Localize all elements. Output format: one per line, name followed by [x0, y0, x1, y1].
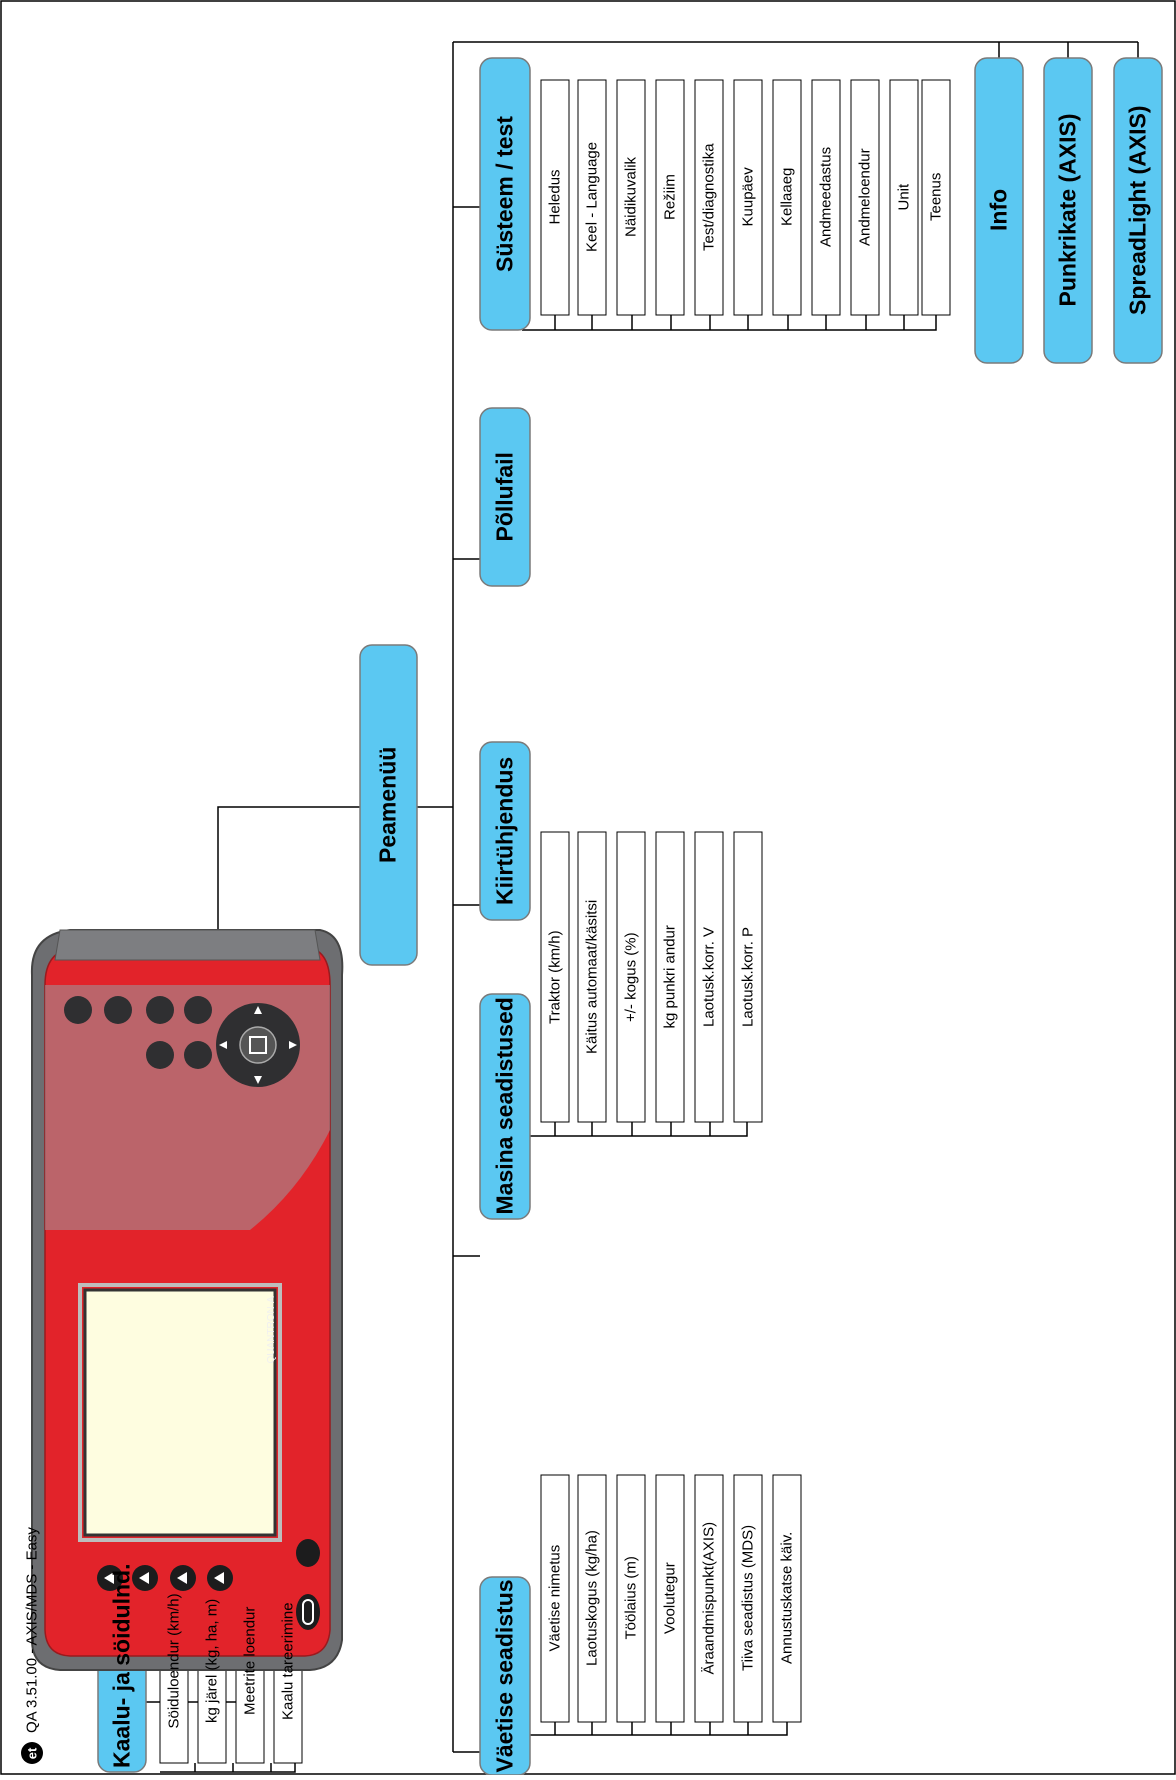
field-file-box — [479, 407, 531, 587]
system-test-item: Režiim — [661, 174, 679, 220]
device-key-l-r-2 — [146, 996, 174, 1024]
machine-settings-box — [479, 993, 531, 1220]
device-key-esc — [184, 1041, 212, 1069]
device-power-button — [296, 1594, 320, 1630]
hopper-cover-title: Punkrikate (AXIS) — [1054, 113, 1081, 307]
peamenu-title: Peamenüü — [374, 746, 401, 863]
device-key-start-stop — [64, 996, 92, 1024]
machine-settings-item: kg punkri andur — [661, 925, 679, 1029]
field-file-title: Põllufail — [491, 452, 518, 542]
fertilizer-settings-item: Laotuskogus (kg/ha) — [583, 1530, 601, 1666]
machine-settings-item: Laotusk.korr. V — [700, 926, 718, 1027]
system-test-box — [479, 57, 531, 331]
fertilizer-settings-item: Äraandmispunkt(AXIS) — [700, 1521, 718, 1675]
fertilizer-settings-item: Töölaius (m) — [622, 1556, 640, 1640]
version-footer: QA 3.51.00 - AXIS/MDS - Easy — [23, 1527, 41, 1733]
device-key-ok — [249, 1036, 267, 1054]
system-test-item: Kuupäev — [739, 167, 757, 227]
system-test-item: Teenus — [927, 172, 945, 221]
spreadlight-box — [1113, 57, 1163, 364]
quick-empty-box — [479, 741, 531, 921]
system-test-item: Keel - Language — [583, 141, 601, 252]
machine-settings-item: Käitus automaat/käsitsi — [583, 899, 601, 1054]
system-test-item: Unit — [895, 183, 913, 211]
device-key-t — [146, 1041, 174, 1069]
fertilizer-settings-item: Voolutegur — [661, 1562, 679, 1634]
system-test-item: Näidikuvalik — [622, 156, 640, 237]
device-display — [83, 1288, 277, 1537]
spreadlight-title: SpreadLight (AXIS) — [1124, 105, 1151, 315]
fertilizer-settings-item: Tiiva seadistus (MDS) — [739, 1524, 757, 1671]
system-test-item: Test/diagnostika — [700, 143, 718, 251]
system-test-item: Kellaaeg — [778, 167, 796, 226]
language-code: et — [24, 1747, 40, 1759]
machine-settings-item: Traktor (km/h) — [546, 930, 564, 1024]
machine-settings-title: Masina seadistused — [491, 997, 518, 1215]
device-key-l-r — [104, 996, 132, 1024]
system-test-title: Süsteem / test — [491, 116, 518, 272]
device-key-setup — [184, 996, 212, 1024]
info-box — [974, 57, 1024, 364]
quick-empty-title: Kiirtühjendus — [491, 756, 518, 905]
machine-settings-item: Laotusk.korr. P — [739, 926, 757, 1027]
system-test-item: Andmeedastus — [817, 146, 835, 247]
language-badge: et — [21, 1742, 43, 1764]
weighing-menu-title: Kaalu- ja söidulnd. — [108, 1563, 135, 1768]
peamenu-box — [359, 644, 418, 966]
info-title: Info — [985, 188, 1012, 231]
fertilizer-settings-title: Väetise seadistus — [491, 1579, 518, 1773]
weighing-menu-item: kg järel (kg, ha, m) — [203, 1598, 221, 1723]
device-brand-label: QUANTRON-A — [266, 1296, 277, 1364]
hopper-cover-box — [1043, 57, 1093, 364]
weighing-menu-item: Meetrite loendur — [241, 1606, 259, 1715]
fertilizer-settings-item: Annustuskatse käiv. — [778, 1531, 796, 1664]
machine-settings-item: +/- kogus (%) — [622, 932, 640, 1022]
weighing-menu-item: Söiduloendur (km/h) — [165, 1593, 183, 1729]
system-test-item: Heledus — [546, 169, 564, 225]
weighing-menu-item: Kaalu tareerimine — [279, 1602, 297, 1720]
fertilizer-settings-item: Väetise nimetus — [546, 1544, 564, 1652]
system-test-item: Andmeloendur — [856, 148, 874, 246]
quantron-device — [30, 929, 344, 1671]
device-key-kg — [296, 1539, 320, 1567]
